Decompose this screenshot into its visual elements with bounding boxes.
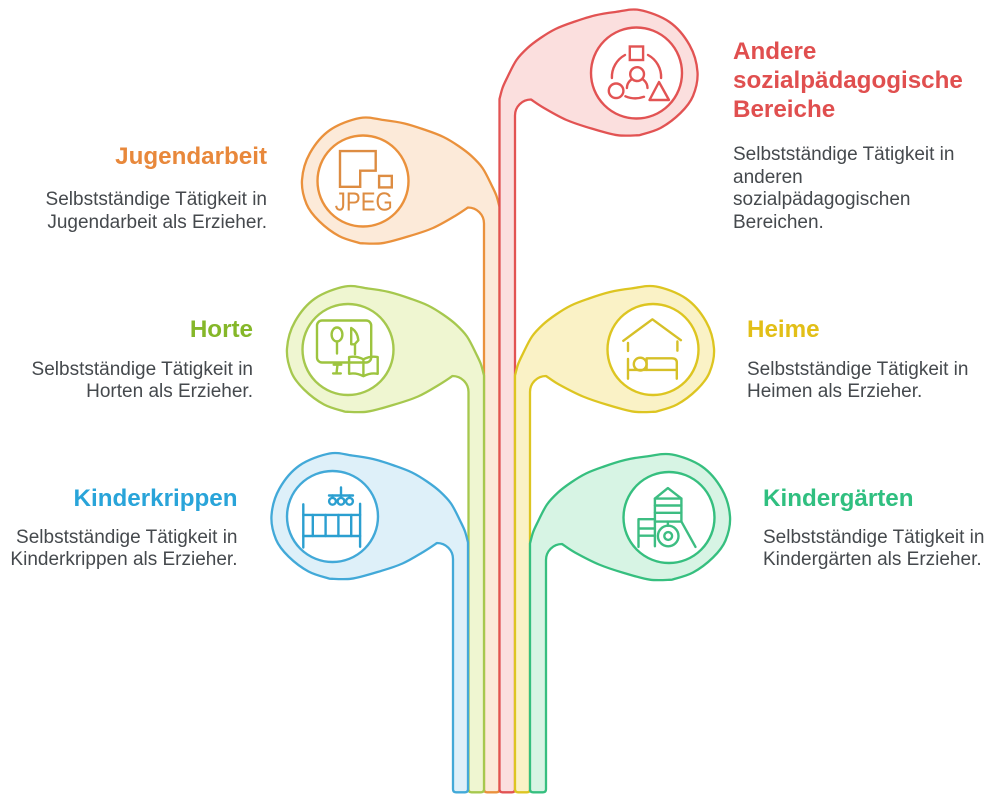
svg-text:JPEG: JPEG — [335, 188, 393, 216]
